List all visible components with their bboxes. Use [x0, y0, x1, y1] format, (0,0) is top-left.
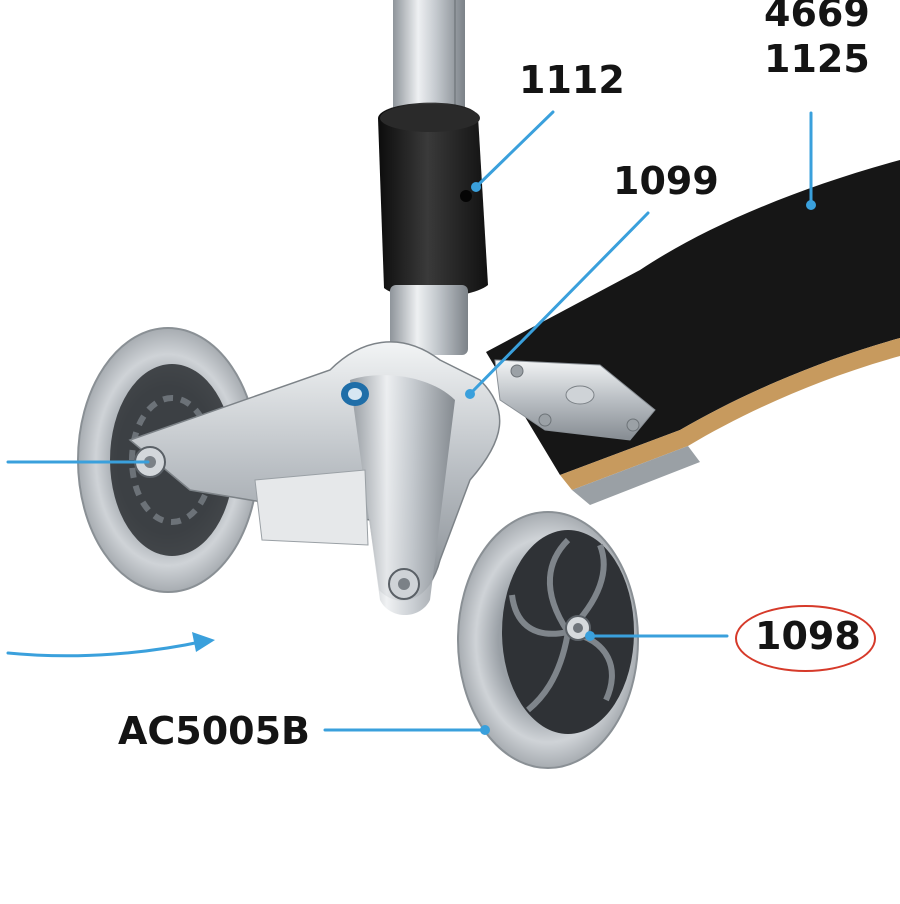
callout-label-1125: 1125	[764, 37, 870, 81]
front-wheel	[457, 511, 639, 769]
callout-label-1099: 1099	[613, 159, 719, 203]
chassis	[128, 341, 501, 615]
callout-label-ac5005b: AC5005B	[118, 709, 311, 753]
highlight-ring	[735, 605, 876, 672]
callout-lines	[6, 110, 813, 732]
deck-plate	[494, 359, 656, 441]
callout-label-4669: 4669	[764, 0, 870, 35]
deck	[486, 160, 900, 505]
rotation-arrow	[6, 639, 207, 658]
callout-label-1098: 1098	[755, 614, 861, 658]
callout-line-1099	[468, 211, 650, 396]
callout-line-1112	[474, 110, 555, 189]
callout-label-1112: 1112	[519, 58, 625, 102]
callout-dots	[465, 182, 816, 735]
clamp-collar	[378, 102, 488, 355]
